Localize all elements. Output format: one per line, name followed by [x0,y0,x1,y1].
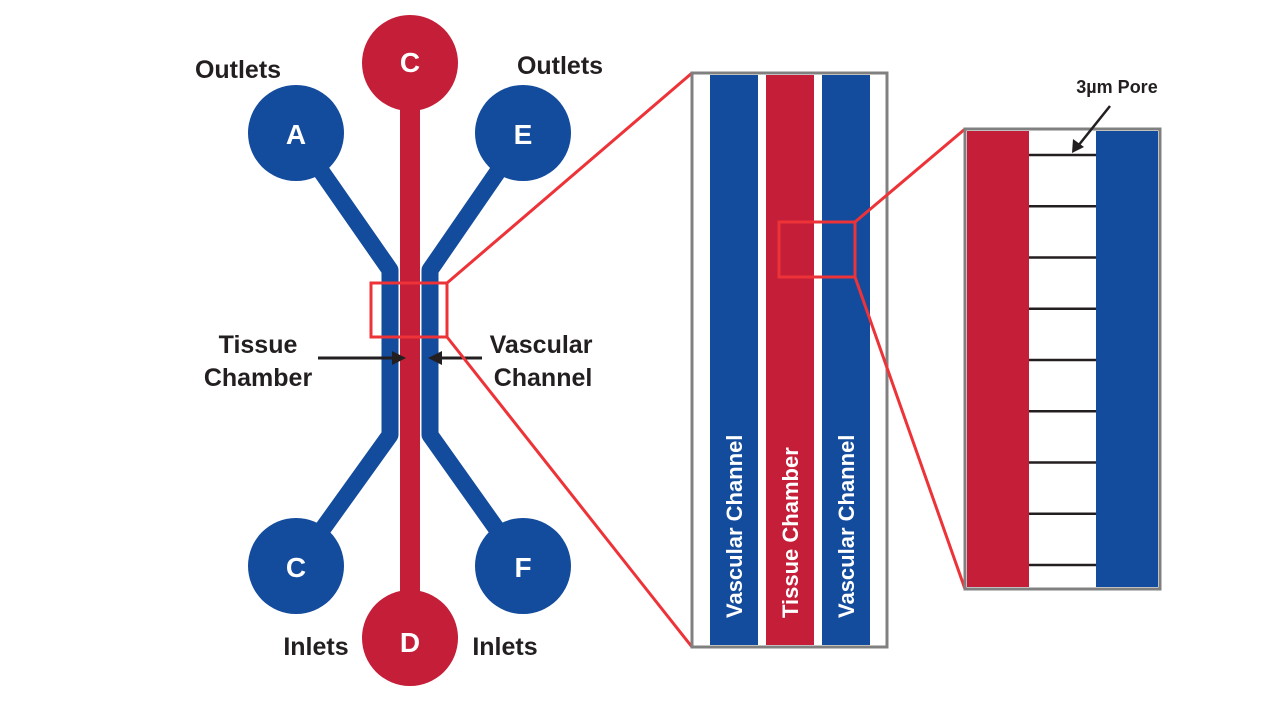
detail-vascular-channel-right [822,75,870,645]
arrow-to-vascular [428,351,482,365]
tissue-channel [400,80,420,640]
port-top-right [475,85,571,181]
detail-label-tissue: Tissue Chamber [778,447,803,618]
pore-detail-panel: 3µm Pore [963,77,1162,591]
pore-vascular-side [1096,131,1158,587]
port-label-top-right: E [514,119,533,150]
port-top-center [362,15,458,111]
port-label-bottom-left: C [286,552,306,583]
port-label-top-left: A [286,119,306,150]
arrow-to-tissue [318,351,406,365]
pore-lines [1029,153,1096,567]
detail-tissue-chamber [766,75,814,645]
pore-connector-top [854,127,966,224]
vascular-branch-left [289,130,399,571]
outlets-right-label: Outlets [517,52,603,80]
port-label-top-center: C [400,47,420,78]
detail-label-vascular-right: Vascular Channel [834,435,859,618]
inlets-left-label: Inlets [283,633,348,661]
detail-vascular-channel-left [710,75,758,645]
pore-zoom-region-box [777,220,857,279]
tissue-chamber-label-line2: Chamber [204,364,313,392]
pore-tissue-side [967,131,1029,587]
outlets-left-label: Outlets [195,56,281,84]
pore-connector-bottom [853,276,967,590]
port-bottom-right [475,518,571,614]
port-bottom-left [248,518,344,614]
detail-label-vascular-left: Vascular Channel [722,435,747,618]
pore-arrow [1072,105,1111,153]
port-label-bottom-right: F [514,552,531,583]
port-top-left [248,85,344,181]
pore-size-label: 3µm Pore [1076,77,1157,97]
vascular-channel-label-line1: Vascular [490,331,593,359]
zoom-connector-bottom [445,336,694,648]
port-bottom-center [362,590,458,686]
vascular-branch-right [421,130,530,571]
zoom-region-box [369,281,449,339]
channel-detail-panel: Vascular Channel Tissue Chamber Vascular… [690,71,889,649]
chip-overview: A E C C F D Outlets Outlets Inlets Inlet… [195,15,603,686]
vascular-channel-label-line2: Channel [494,364,593,392]
zoom-connector-top [446,71,693,285]
inlets-right-label: Inlets [472,633,537,661]
port-label-bottom-center: D [400,627,420,658]
tissue-chamber-label-line1: Tissue [219,331,298,359]
